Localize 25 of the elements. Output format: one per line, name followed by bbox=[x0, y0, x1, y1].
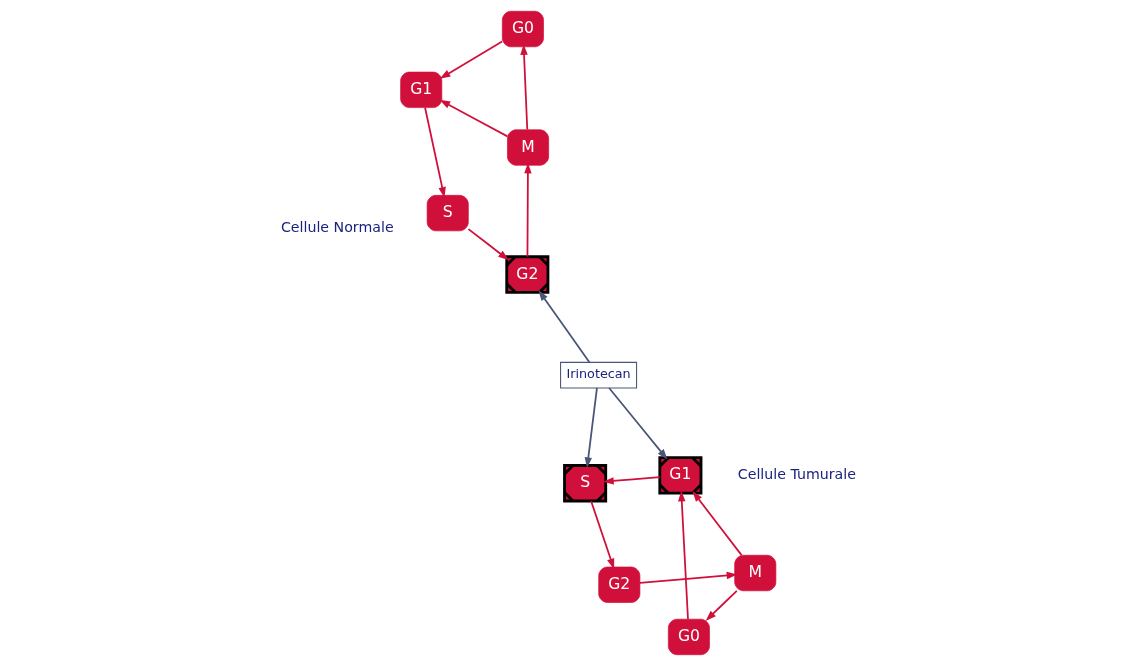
arrow bbox=[602, 476, 661, 485]
arrow bbox=[439, 40, 503, 79]
arrow bbox=[523, 162, 532, 258]
label: Cellule Tumurale bbox=[737, 465, 856, 482]
label: Cellule Normale bbox=[280, 219, 394, 236]
arrow bbox=[638, 571, 737, 584]
node-box: M bbox=[733, 554, 776, 592]
arrow bbox=[607, 387, 667, 460]
arrow bbox=[467, 228, 509, 261]
arrow bbox=[439, 99, 508, 138]
node-box: M bbox=[506, 129, 549, 166]
node-box: G1 bbox=[399, 71, 442, 108]
arrow bbox=[519, 44, 528, 131]
arrow bbox=[423, 106, 446, 198]
node-box: G0 bbox=[501, 10, 544, 48]
node-box: Irinotecan bbox=[559, 361, 637, 389]
arrow bbox=[537, 290, 590, 364]
node-box: S bbox=[426, 195, 469, 232]
arrow bbox=[584, 387, 598, 469]
node-box: G2 bbox=[597, 566, 640, 603]
node-box: G0 bbox=[667, 618, 710, 656]
arrow bbox=[691, 491, 742, 556]
arrow bbox=[677, 490, 689, 620]
arrow bbox=[705, 589, 738, 621]
arrow bbox=[589, 500, 614, 570]
